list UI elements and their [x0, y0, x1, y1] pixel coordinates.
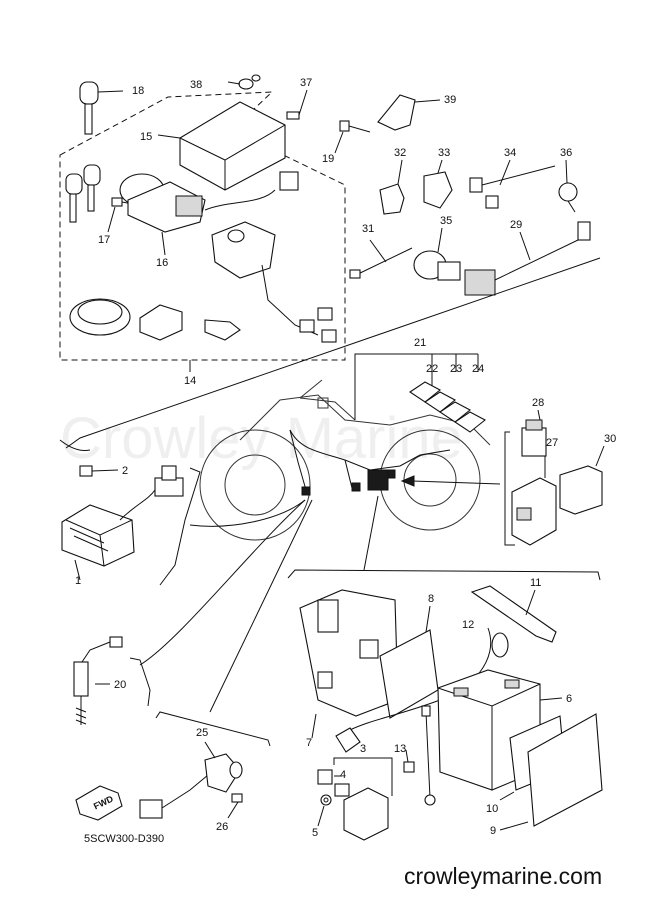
callout-21: 21 [414, 337, 426, 349]
callout-5: 5 [312, 827, 318, 839]
fuel-cap-lock [69, 298, 241, 341]
callout-9: 9 [490, 825, 496, 837]
bracket-39 [377, 94, 441, 131]
leader-20 [139, 499, 306, 666]
callout-28: 28 [532, 397, 544, 409]
bolt-26 [227, 793, 243, 819]
bolt-2 [79, 465, 119, 477]
group-outline-14 [59, 91, 346, 361]
group-bracket-battery [287, 569, 601, 581]
unit-27 [511, 456, 557, 546]
callout-22: 22 [426, 363, 438, 375]
callout-17: 17 [98, 234, 110, 246]
callout-16: 16 [156, 257, 168, 269]
connector-4 [317, 769, 342, 785]
callout-37: 37 [300, 77, 312, 89]
regulator-1 [61, 465, 184, 581]
callout-27: 27 [546, 437, 558, 449]
leader-battery-up [363, 495, 379, 571]
unit-15 [157, 101, 286, 191]
clamp-36 [558, 159, 578, 213]
callout-11: 11 [530, 577, 541, 589]
seat-lock [211, 221, 337, 343]
leader-25-up [209, 499, 313, 713]
callout-8: 8 [428, 593, 434, 605]
divider-curve-left [59, 439, 91, 451]
callout-36: 36 [560, 147, 572, 159]
callout-30: 30 [604, 433, 616, 445]
callout-33: 33 [438, 147, 450, 159]
group-bracket-right [504, 431, 515, 546]
screw-37 [286, 89, 308, 120]
sensor-20 [73, 636, 123, 725]
main-switch-16 [119, 171, 299, 256]
callout-10: 10 [486, 803, 498, 815]
callout-12: 12 [462, 619, 474, 631]
callout-18: 18 [132, 85, 144, 97]
battery-case-7 [299, 589, 399, 739]
sensor-25 [139, 741, 243, 819]
divider-diagonal [65, 257, 601, 449]
callout-1: 1 [75, 575, 81, 587]
holder-32 [379, 159, 405, 215]
callout-25: 25 [196, 727, 208, 739]
leader-reg [189, 499, 306, 527]
callout-3: 3 [360, 743, 366, 755]
callout-34: 34 [504, 147, 516, 159]
callout-38: 38 [190, 79, 202, 91]
callout-19: 19 [322, 153, 334, 165]
callout-15: 15 [140, 131, 152, 143]
relay-3 [334, 783, 389, 841]
leader-arrow-right [411, 480, 501, 485]
lead-13 [403, 705, 436, 806]
diagram-code: 5SCW300-D390 [84, 833, 164, 845]
callout-39: 39 [444, 94, 456, 106]
watermark: Crowley Marine [60, 406, 463, 471]
keys-pair [65, 164, 101, 223]
callout-13: 13 [394, 743, 406, 755]
callout-26: 26 [216, 821, 228, 833]
callout-4: 4 [340, 769, 346, 781]
lead-34 [469, 159, 556, 209]
bolt-19 [334, 120, 371, 154]
bracket-3 [333, 757, 393, 796]
callout-35: 35 [440, 215, 452, 227]
callout-24: 24 [472, 363, 484, 375]
tie-31 [349, 239, 413, 279]
nut-5 [317, 794, 332, 827]
lead-29 [464, 221, 591, 296]
callout-23: 23 [450, 363, 462, 375]
callout-6: 6 [566, 693, 572, 705]
washer-38 [227, 74, 261, 90]
key-18 [79, 81, 124, 135]
callout-20: 20 [114, 679, 126, 691]
relay-35 [413, 227, 461, 281]
relay-28 [521, 409, 547, 457]
callout-32: 32 [394, 147, 406, 159]
band-11 [470, 585, 557, 643]
fuse-group [354, 353, 486, 433]
callout-7: 7 [306, 737, 312, 749]
fwd-arrow-icon: FWD [75, 785, 123, 821]
bracket-25 [155, 711, 271, 747]
callout-31: 31 [362, 223, 374, 235]
arrow-head-right [400, 475, 415, 487]
callout-14: 14 [184, 375, 196, 387]
holder-33 [423, 159, 453, 209]
site-name: crowleymarine.com [404, 863, 602, 889]
wire-harness [289, 429, 451, 496]
pad-9 [499, 713, 603, 831]
bracket-left [159, 467, 201, 586]
callout-2: 2 [122, 465, 128, 477]
bracket-20 [129, 657, 151, 707]
callout-29: 29 [510, 219, 522, 231]
relay-30 [559, 445, 605, 515]
